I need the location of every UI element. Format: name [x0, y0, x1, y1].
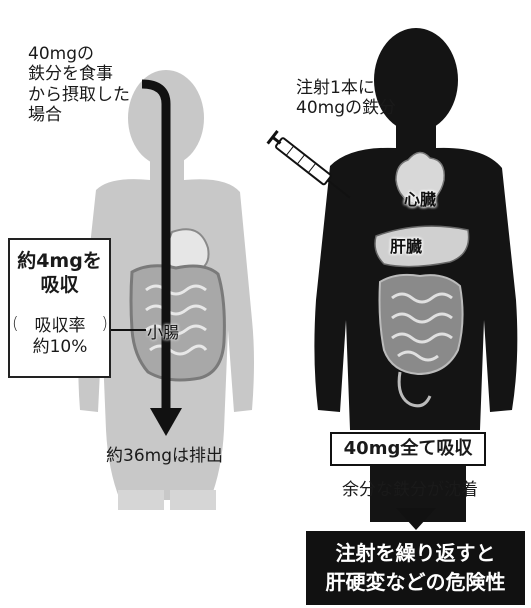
- open-paren: (: [12, 314, 19, 334]
- liver-label: 肝臓: [390, 237, 423, 256]
- left-intestines: [129, 228, 226, 382]
- all-absorbed-box: 40mg全て吸収: [330, 432, 486, 466]
- intake-label: 40mgの 鉄分を食事 から摂取した 場合: [28, 44, 130, 126]
- injection-label: 注射1本に 40mgの鉄分: [296, 78, 396, 119]
- excreted-label: 約36mgは排出: [106, 446, 223, 466]
- right-organs: [374, 151, 470, 408]
- heart-label: 心臓: [404, 190, 437, 209]
- close-paren: ): [101, 314, 108, 334]
- absorbed-amount-text: 約4mgを 吸収: [17, 250, 102, 296]
- deposit-label: 余分な鉄分が沈着: [342, 480, 478, 500]
- digestion-path-arrow: [141, 79, 182, 436]
- absorption-rate: ( 吸収率 約10% ): [12, 314, 108, 370]
- absorbed-amount-box: 約4mgを 吸収 ( 吸収率 約10% ): [8, 238, 111, 378]
- absorption-rate-text: 吸収率 約10%: [32, 316, 88, 358]
- small-intestine-label: 小腸: [147, 323, 180, 342]
- down-arrow-icon: [396, 508, 436, 530]
- warning-box: 注射を繰り返すと 肝硬変などの危険性: [306, 531, 525, 605]
- syringe-icon: [266, 129, 351, 199]
